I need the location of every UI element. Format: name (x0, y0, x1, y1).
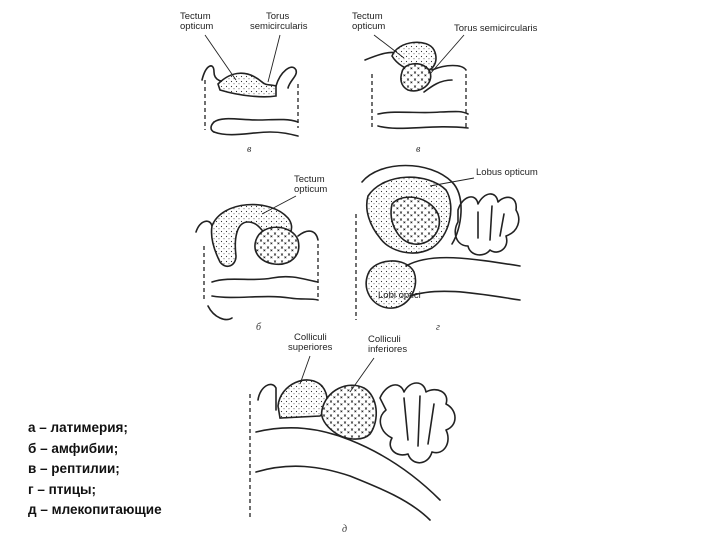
panel-b-tectum-label: Tectum opticum (294, 174, 327, 195)
panel-d-inferiores-label: Colliculi inferiores (368, 334, 407, 355)
legend: а – латимерия; б – амфибии; в – рептилии… (28, 418, 228, 521)
panel-g-lobus-label: Lobus opticum (476, 167, 538, 178)
panel-g-letter: г (436, 322, 440, 333)
legend-item-b: б – амфибии; (28, 439, 228, 460)
panel-v-reptilia: Tectum opticum Torus semicircularis в (352, 11, 538, 155)
legend-item-d: д – млекопитающие (28, 500, 228, 521)
panel-b-amphibia: Tectum opticum б (196, 174, 327, 333)
panel-v-letter: в (416, 144, 421, 155)
panel-g-lobi-label: Lobi optici (378, 290, 421, 301)
panel-b-letter: б (256, 322, 262, 333)
panel-a-tectum-label: Tectum opticum (180, 11, 213, 32)
legend-item-g: г – птицы; (28, 480, 228, 501)
legend-item-v: в – рептилии; (28, 459, 228, 480)
panel-v-tectum-label: Tectum opticum (352, 11, 385, 32)
panel-b-torus (255, 227, 299, 264)
panel-v-torus-semicircularis (401, 64, 431, 91)
panel-d-mammalia: Colliculi superiores Colliculi inferiore… (250, 332, 455, 535)
panel-g-aves: Lobus opticum Lobi optici г (356, 166, 538, 334)
panel-a-torus-label: Torus semicircularis (250, 11, 308, 32)
panel-a-tectum-opticum (218, 73, 276, 97)
panel-v-torus-label: Torus semicircularis (454, 23, 538, 34)
panel-a-latimeria: Tectum opticum Torus semicircularis в (180, 11, 308, 155)
panel-d-colliculi-superiores (278, 380, 327, 418)
legend-item-a: а – латимерия; (28, 418, 228, 439)
panel-d-colliculi-inferiores (322, 385, 377, 439)
panel-d-superiores-label: Colliculi superiores (288, 332, 333, 353)
panel-g-lobi-optici (366, 261, 415, 308)
panel-d-letter: д (342, 524, 347, 535)
panel-a-letter: в (247, 144, 252, 155)
